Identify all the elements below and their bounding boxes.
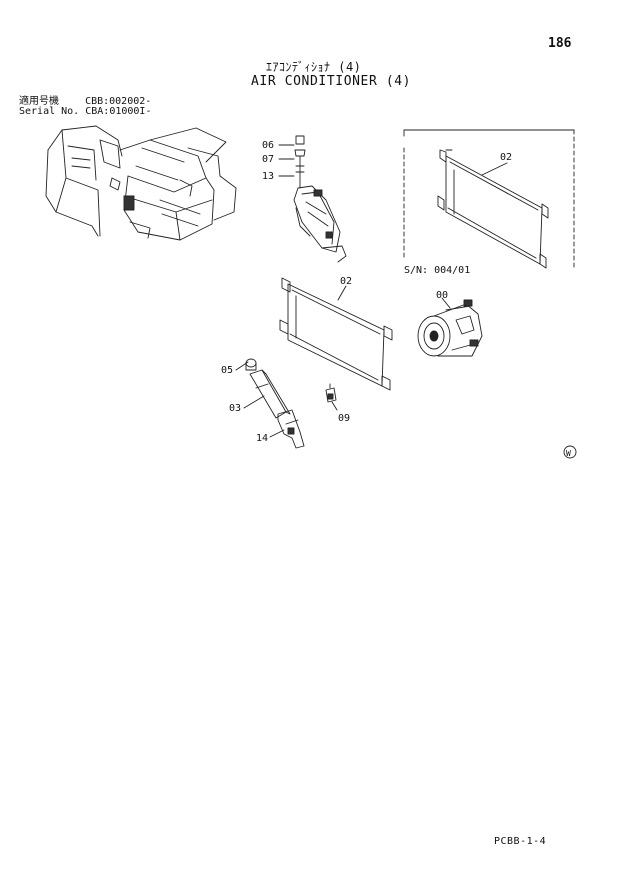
- callout-02-inset: 02: [500, 152, 512, 163]
- callout-05: 05: [221, 365, 233, 376]
- callout-07: 07: [262, 154, 274, 165]
- inset-serial-note: S/N: 004/01: [404, 265, 470, 276]
- serial-value-japanese: CBB:002002-: [85, 96, 152, 107]
- footer-code: PCBB-1-4: [494, 836, 547, 847]
- serial-value-english: CBA:01000I-: [85, 106, 152, 117]
- condenser-inset-illustration: [437, 149, 549, 269]
- callout-13: 13: [262, 171, 274, 182]
- callout-03: 03: [229, 403, 241, 414]
- circled-mark: [563, 445, 577, 459]
- circled-mark-letter: W: [566, 449, 571, 458]
- callout-06: 06: [262, 140, 274, 151]
- compressor-illustration: [417, 299, 483, 357]
- receiver-drier-assembly-illustration: [293, 135, 347, 263]
- callout-14: 14: [256, 433, 268, 444]
- callout-00: 00: [436, 290, 448, 301]
- condenser-illustration: [279, 277, 393, 391]
- callout-02: 02: [340, 276, 352, 287]
- callout-leaders: [235, 144, 508, 438]
- callout-09: 09: [338, 413, 350, 424]
- serial-label-japanese: 適用号機: [19, 96, 59, 107]
- inset-frame: [403, 129, 575, 271]
- receiver-tank-illustration: [245, 358, 305, 449]
- fitting-illustration: [325, 383, 337, 403]
- excavator-overview-illustration: [45, 125, 237, 241]
- page-title: AIR CONDITIONER (4): [251, 74, 412, 89]
- serial-line-english: Serial No. CBA:01000I-: [19, 106, 151, 117]
- page-number: 186: [548, 36, 572, 51]
- page-title-japanese: ｴｱｺﾝﾃﾞｨｼｮﾅ (4): [266, 60, 362, 74]
- serial-line-japanese: 適用号機 CBB:002002-: [19, 96, 151, 107]
- serial-label-english: Serial No.: [19, 106, 80, 117]
